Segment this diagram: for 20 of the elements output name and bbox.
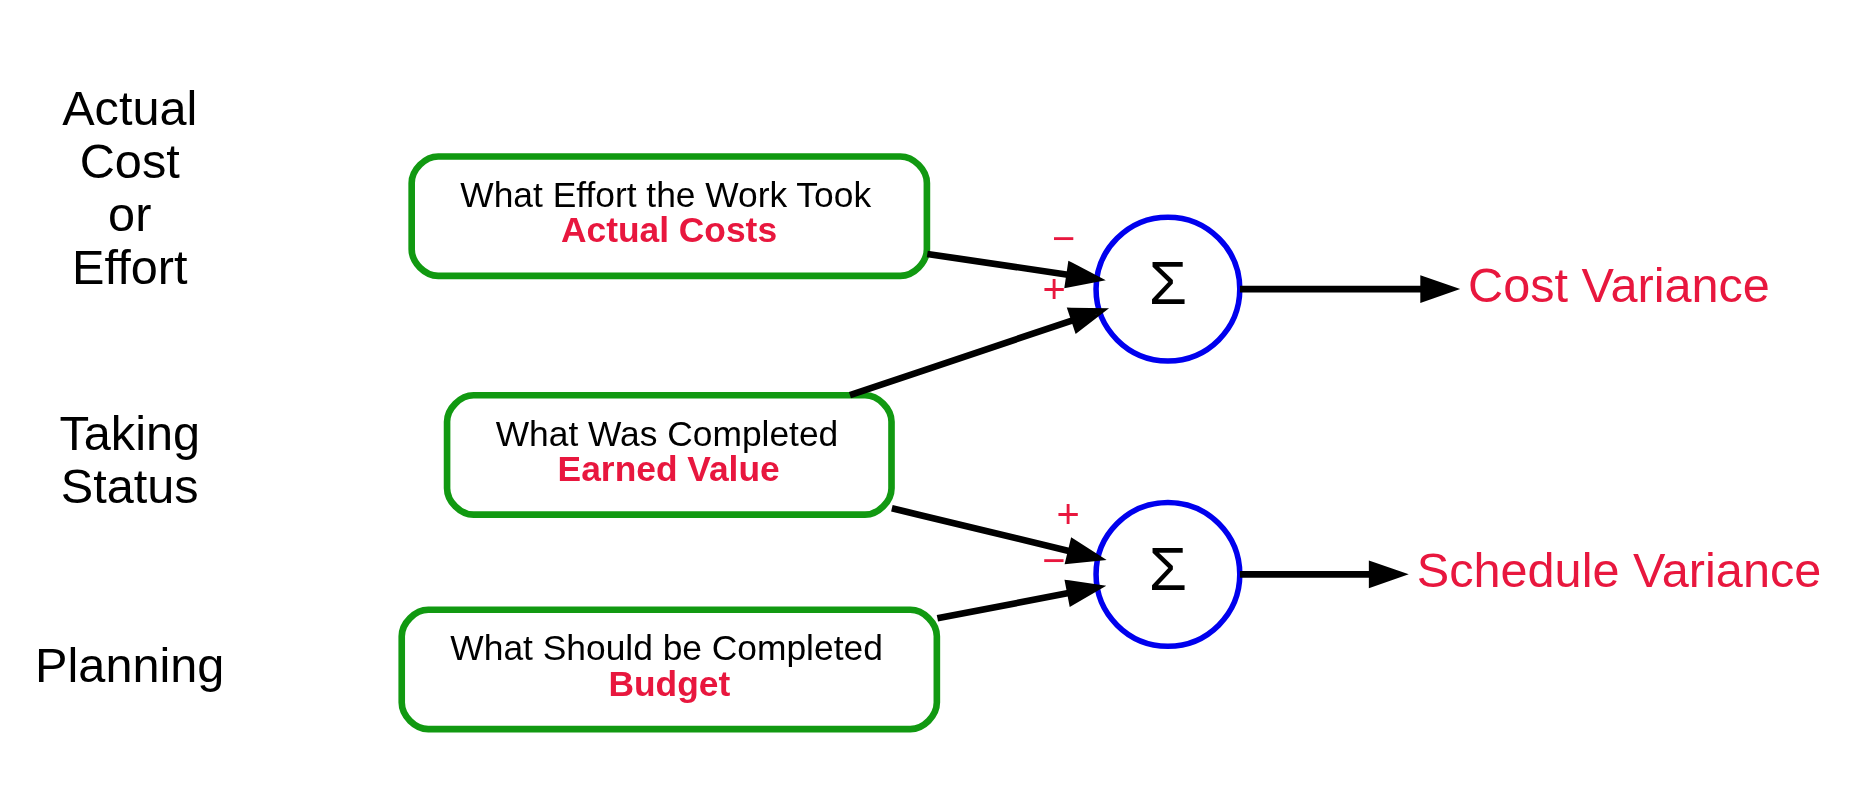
- arrow: [891, 504, 1107, 564]
- arrow: [1239, 274, 1461, 303]
- node-text: Cost Variance: [1468, 257, 1770, 311]
- edge-label: +: [1042, 266, 1066, 311]
- node-box: What Was Completed Earned Value: [443, 391, 895, 518]
- arrow: [1239, 559, 1409, 588]
- arrow: [848, 307, 1109, 398]
- label: Taking Status: [59, 405, 201, 513]
- node-text: Schedule Variance: [1416, 542, 1822, 597]
- node-box: What Effort the Work Took Actual Costs: [408, 152, 931, 279]
- node-box: What Should be Completed Budget: [398, 605, 941, 732]
- label: Actual Cost or Effort: [62, 80, 198, 294]
- edge-label: +: [1056, 491, 1080, 536]
- node-circle: Σ: [1093, 499, 1243, 649]
- node-circle: Σ: [1093, 214, 1243, 364]
- arrow: [926, 250, 1106, 288]
- edge-label: −: [1042, 537, 1066, 582]
- arrow: [936, 579, 1107, 622]
- edge-label: −: [1051, 215, 1076, 260]
- label: Planning: [35, 637, 225, 692]
